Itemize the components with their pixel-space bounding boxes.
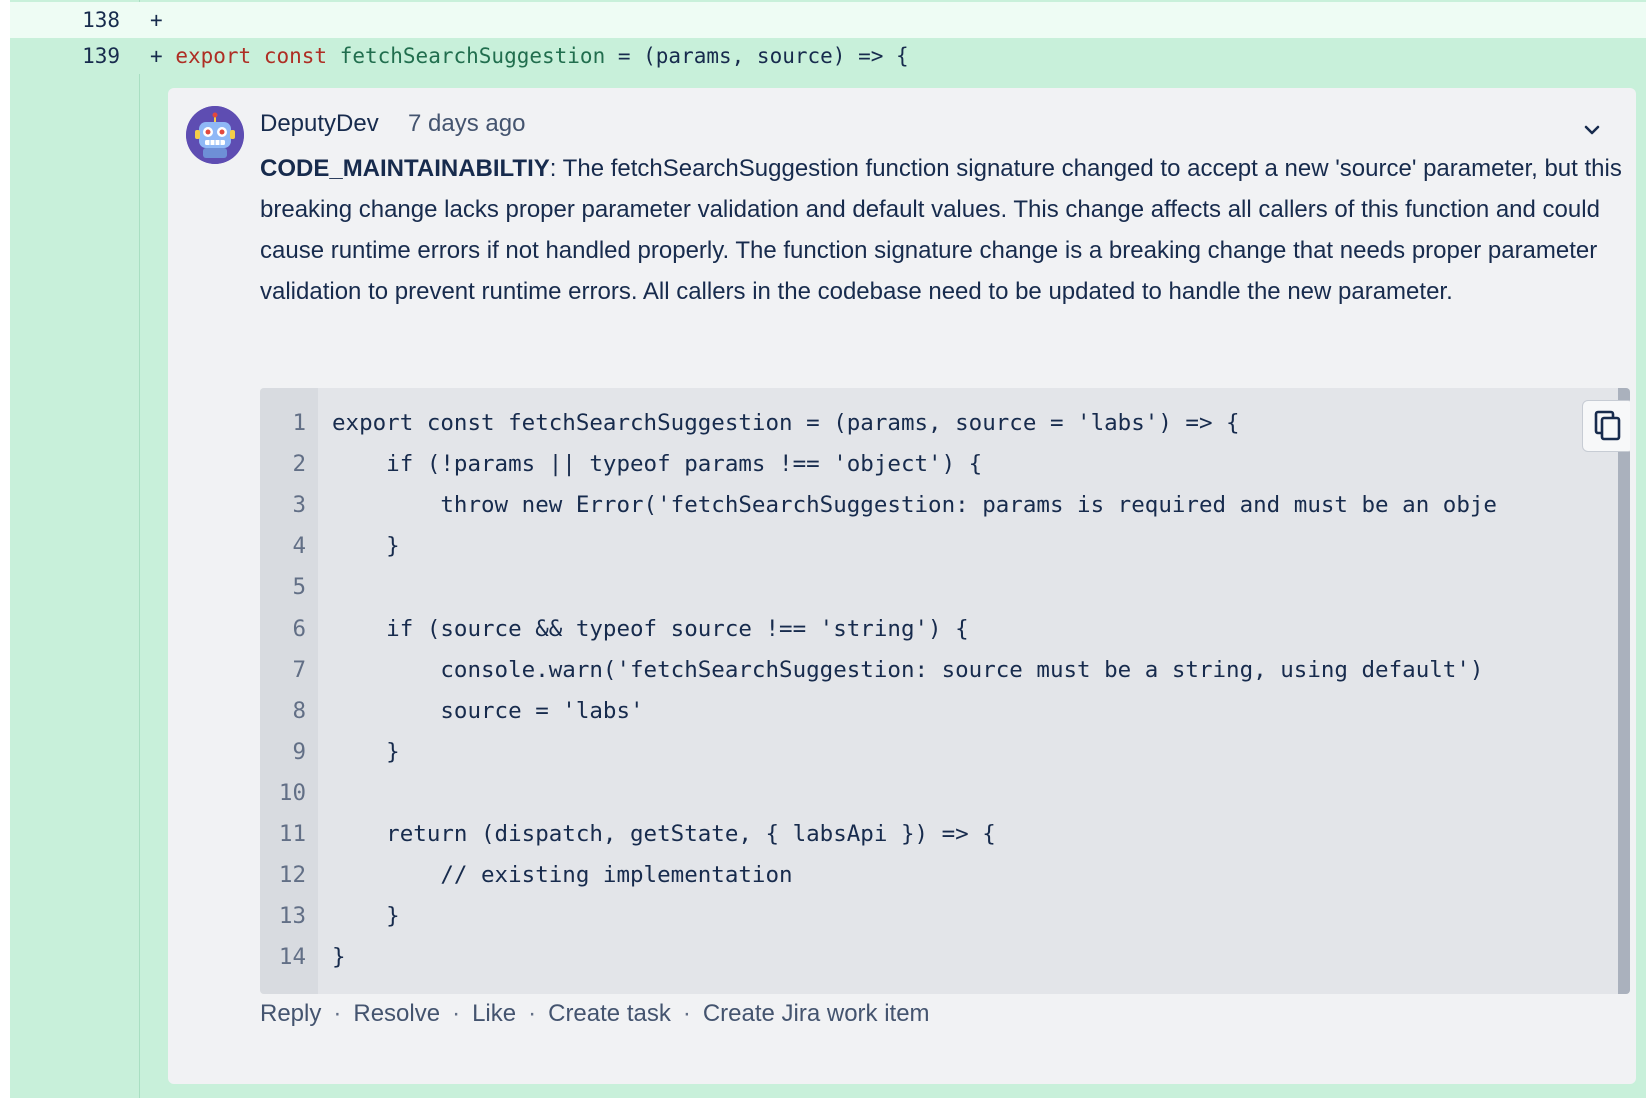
code-line-number: 9 bbox=[292, 738, 306, 765]
comment-timestamp[interactable]: 7 days ago bbox=[408, 110, 526, 137]
code-line-text: if (source && typeof source !== 'string'… bbox=[332, 615, 969, 642]
diff-view: 138 + 139 + export const fetchSearchSugg… bbox=[10, 0, 1646, 1098]
code-line-text: } bbox=[332, 738, 400, 765]
code-line-number: 13 bbox=[278, 902, 306, 929]
code-line-number: 6 bbox=[292, 615, 306, 642]
code-line-number: 7 bbox=[292, 656, 306, 683]
comment-category: CODE_MAINTAINABILTIY bbox=[260, 155, 550, 182]
code-line-text: if (!params || typeof params !== 'object… bbox=[332, 450, 983, 477]
code-line-text: throw new Error('fetchSearchSuggestion: … bbox=[332, 491, 1497, 518]
code-line-number: 11 bbox=[278, 820, 306, 847]
code-line-number: 5 bbox=[292, 573, 306, 600]
code-rest: = (params, source) => { bbox=[605, 44, 909, 68]
separator: · bbox=[682, 1000, 691, 1027]
robot-avatar-icon[interactable] bbox=[186, 106, 244, 164]
code-line-number: 2 bbox=[292, 450, 306, 477]
code-line: 5 bbox=[260, 566, 306, 607]
code-line: 6 if (source && typeof source !== 'strin… bbox=[260, 608, 968, 649]
code-line-text: console.warn('fetchSearchSuggestion: sou… bbox=[332, 656, 1484, 683]
keyword-export: export bbox=[175, 44, 252, 68]
separator: · bbox=[333, 1000, 342, 1027]
code-line: 14} bbox=[260, 936, 346, 977]
code-suggestion-block: 1 export const fetchSearchSuggestion = (p… bbox=[260, 388, 1630, 994]
code-line-text: } bbox=[332, 902, 400, 929]
diff-prefix: + bbox=[150, 8, 163, 32]
code-line-text: } bbox=[332, 532, 400, 559]
code-line: 13 } bbox=[260, 895, 400, 936]
code-scrollbar[interactable] bbox=[1618, 388, 1630, 994]
code-line: 8 source = 'labs' bbox=[260, 690, 643, 731]
code-line-number: 10 bbox=[278, 779, 306, 806]
diff-code: + export const fetchSearchSuggestion = (… bbox=[150, 44, 909, 68]
code-line-text: source = 'labs' bbox=[332, 697, 644, 724]
separator: · bbox=[528, 1000, 537, 1027]
code-line-text: // existing implementation bbox=[332, 861, 793, 888]
diff-prefix: + bbox=[150, 44, 163, 68]
code-line-number: 12 bbox=[278, 861, 306, 888]
diff-gutter bbox=[10, 0, 140, 1098]
code-line: 11 return (dispatch, getState, { labsApi… bbox=[260, 813, 996, 854]
code-line: 12 // existing implementation bbox=[260, 854, 793, 895]
diff-code: + bbox=[150, 8, 163, 32]
keyword-const: const bbox=[263, 44, 328, 68]
comment-actions: Reply · Resolve · Like · Create task · C… bbox=[260, 1000, 930, 1028]
code-line-text: } bbox=[332, 943, 346, 970]
comment-body: CODE_MAINTAINABILTIY: The fetchSearchSug… bbox=[260, 148, 1630, 312]
code-line-text: return (dispatch, getState, { labsApi })… bbox=[332, 820, 996, 847]
copy-icon bbox=[1594, 410, 1621, 441]
code-line-text: export const fetchSearchSuggestion = (pa… bbox=[332, 409, 1240, 436]
code-line-number: 14 bbox=[278, 943, 306, 970]
separator: · bbox=[452, 1000, 461, 1027]
code-line: 3 throw new Error('fetchSearchSuggestion… bbox=[260, 484, 1497, 525]
code-line-number: 3 bbox=[292, 491, 306, 518]
line-number[interactable]: 138 bbox=[82, 8, 120, 32]
function-name: fetchSearchSuggestion bbox=[339, 44, 606, 68]
create-jira-work-item-button[interactable]: Create Jira work item bbox=[702, 1000, 930, 1027]
chevron-down-icon[interactable] bbox=[1578, 118, 1606, 142]
code-line: 4 } bbox=[260, 525, 399, 566]
code-line: 7 console.warn('fetchSearchSuggestion: s… bbox=[260, 649, 1483, 690]
comment-text: : The fetchSearchSuggestion function sig… bbox=[260, 155, 1622, 305]
like-button[interactable]: Like bbox=[472, 1000, 517, 1027]
reply-button[interactable]: Reply bbox=[260, 1000, 322, 1027]
code-line: 1 export const fetchSearchSuggestion = (p… bbox=[260, 402, 1239, 443]
line-number[interactable]: 139 bbox=[82, 44, 120, 68]
code-line-number: 8 bbox=[292, 697, 306, 724]
create-task-button[interactable]: Create task bbox=[548, 1000, 671, 1027]
code-line: 9 } bbox=[260, 731, 399, 772]
code-line-number: 1 bbox=[292, 409, 306, 436]
review-comment: DeputyDev 7 days ago CODE_MAINTAINABILTI… bbox=[168, 88, 1636, 1084]
code-line-number: 4 bbox=[292, 532, 306, 559]
resolve-button[interactable]: Resolve bbox=[353, 1000, 441, 1027]
diff-line-139: 139 + export const fetchSearchSuggestion… bbox=[10, 38, 1646, 74]
code-line: 10 bbox=[260, 772, 306, 813]
code-line: 2 if (!params || typeof params !== 'obje… bbox=[260, 443, 982, 484]
diff-line-138: 138 + bbox=[10, 2, 1646, 38]
copy-button[interactable] bbox=[1582, 400, 1630, 452]
comment-author[interactable]: DeputyDev bbox=[260, 110, 379, 137]
code-gutter bbox=[260, 388, 318, 994]
